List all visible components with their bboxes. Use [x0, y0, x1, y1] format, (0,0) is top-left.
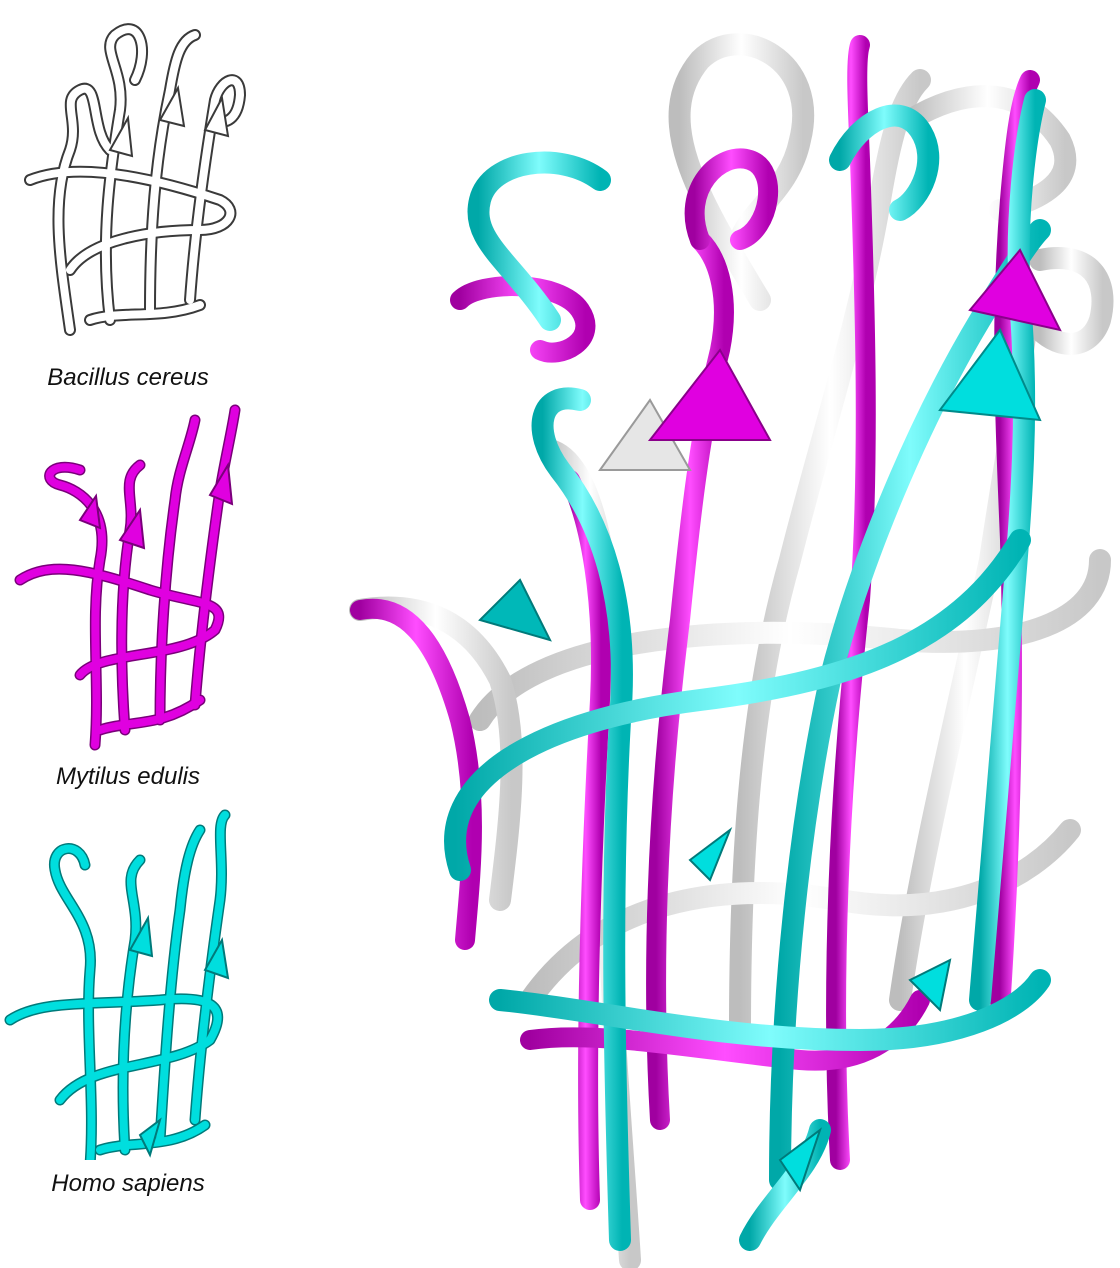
superposition-ribbons	[300, 0, 1120, 1268]
homo-caption: Homo sapiens	[0, 1170, 256, 1198]
mytilus-ribbon	[0, 400, 270, 760]
mytilus-caption: Mytilus edulis	[0, 763, 256, 791]
mytilus-structure-panel	[0, 400, 270, 760]
bacillus-structure-panel	[0, 0, 270, 360]
homo-structure-panel	[0, 800, 270, 1160]
superposition-panel	[300, 0, 1120, 1268]
bacillus-caption: Bacillus cereus	[0, 364, 256, 392]
bacillus-ribbon	[0, 0, 270, 360]
homo-ribbon	[0, 800, 270, 1160]
